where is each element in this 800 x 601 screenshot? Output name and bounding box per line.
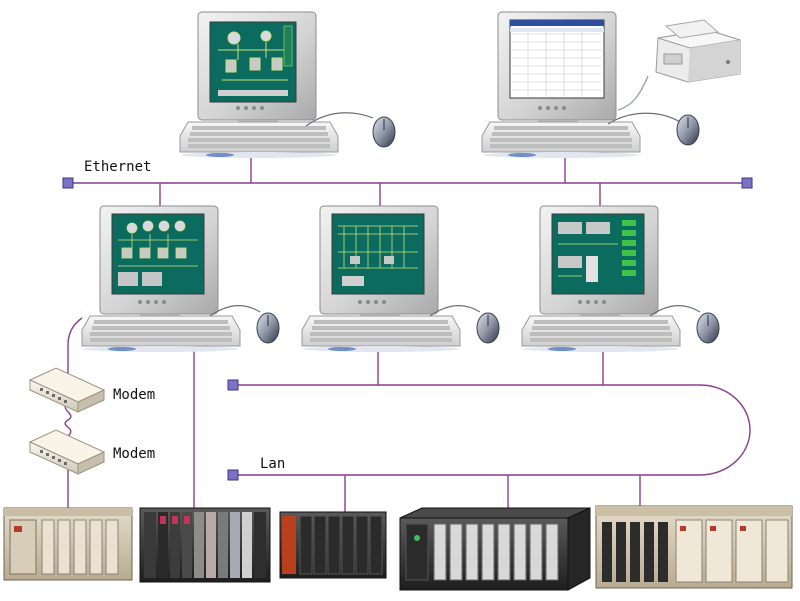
plc-2[interactable]	[139, 507, 271, 583]
lan-terminator-top	[227, 379, 239, 391]
workstation-4[interactable]	[301, 205, 500, 353]
modem-icon	[28, 429, 106, 475]
mouse-icon	[372, 116, 396, 148]
modem-coil-line	[64, 401, 72, 437]
ethernet-terminator-left	[62, 177, 74, 189]
computer-monitor-icon	[99, 205, 219, 320]
workstation-3[interactable]	[81, 205, 280, 353]
plc-rack-icon	[595, 505, 793, 589]
plc-rack-icon	[279, 511, 387, 579]
modem-link-line	[67, 317, 83, 375]
computer-monitor-icon	[539, 205, 659, 320]
plc-3[interactable]	[279, 511, 387, 579]
keyboard-icon	[481, 121, 641, 159]
modem-2[interactable]	[28, 429, 106, 475]
workstation-2[interactable]	[481, 11, 700, 159]
keyboard-icon	[301, 315, 461, 353]
ethernet-bus	[68, 158, 748, 212]
ethernet-terminator-right	[741, 177, 753, 189]
workstation-5[interactable]	[521, 205, 720, 353]
keyboard-icon	[521, 315, 681, 353]
mouse-icon	[476, 312, 500, 344]
mouse-icon	[256, 312, 280, 344]
mouse-icon	[696, 312, 720, 344]
printer-icon[interactable]	[655, 19, 741, 83]
computer-monitor-icon	[497, 11, 617, 126]
plc-5[interactable]	[595, 505, 793, 589]
plc-4[interactable]	[399, 507, 591, 591]
modem-top-label: Modem	[113, 387, 155, 403]
plc-1[interactable]	[3, 507, 133, 581]
modem-bottom-label: Modem	[113, 446, 155, 462]
modem-icon	[28, 367, 106, 413]
lan-terminator-bottom	[227, 469, 239, 481]
computer-monitor-icon	[319, 205, 439, 320]
keyboard-icon	[179, 121, 339, 159]
ethernet-label: Ethernet	[84, 159, 151, 175]
plc-rack-icon	[3, 507, 133, 581]
plc-rack-icon	[139, 507, 271, 583]
lan-loop	[233, 350, 751, 512]
lan-label: Lan	[260, 456, 285, 472]
mouse-icon	[676, 114, 700, 146]
modem-1[interactable]	[28, 367, 106, 413]
workstation-1[interactable]	[179, 11, 396, 159]
keyboard-icon	[81, 315, 241, 353]
plc-rack-icon	[399, 507, 591, 591]
computer-monitor-icon	[197, 11, 317, 126]
